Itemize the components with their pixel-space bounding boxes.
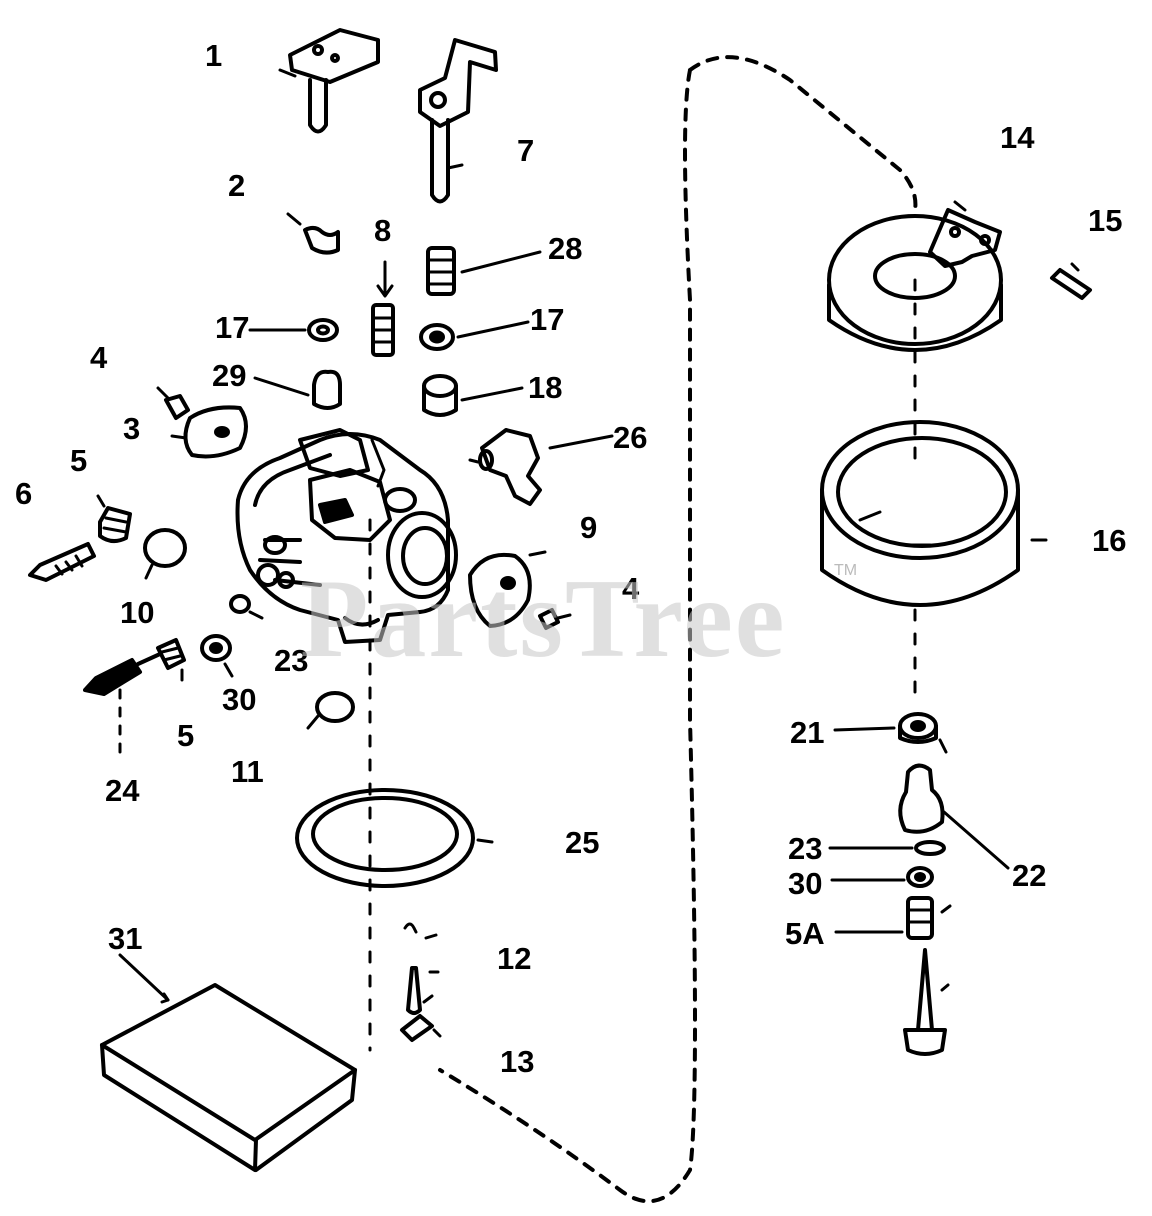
part-10-gasket: [145, 530, 185, 578]
callout-17-right: 17: [530, 302, 565, 337]
part-6-screw: [30, 544, 94, 580]
callout-5-top: 5: [70, 443, 88, 478]
trademark-mark: TM: [834, 562, 858, 579]
callout-31: 31: [108, 921, 143, 956]
part-7-choke-shaft: [420, 40, 496, 202]
callout-23-left: 23: [274, 643, 309, 678]
callout-28: 28: [548, 231, 583, 266]
part-4-screw-top: [158, 388, 188, 418]
assembly-dashed-outline: [440, 57, 915, 1201]
part-30-washer-left: [202, 636, 232, 676]
partstree-watermark: PartsTree: [300, 557, 787, 681]
part-23-oring-right: [830, 842, 944, 854]
callout-8: 8: [374, 213, 392, 248]
callout-16: 16: [1092, 523, 1127, 558]
part-21-nut: [835, 714, 946, 752]
part-8-needle: [373, 262, 393, 355]
callout-30-left: 30: [222, 682, 257, 717]
part-28-spring: [428, 248, 540, 294]
callout-24: 24: [105, 773, 140, 808]
callout-5-bottom: 5: [177, 718, 195, 753]
callout-15: 15: [1088, 203, 1123, 238]
part-4-screw-right: [540, 610, 570, 628]
callout-25: 25: [565, 825, 600, 860]
callout-23-right: 23: [788, 831, 823, 866]
callout-7: 7: [517, 133, 535, 168]
callout-29: 29: [212, 358, 247, 393]
part-24-mixture-screw: [85, 640, 184, 694]
part-26-fuel-elbow: [470, 430, 612, 504]
part-12-needle-small: [405, 924, 438, 1013]
callout-10: 10: [120, 595, 155, 630]
part-14-cover: [829, 202, 1001, 350]
callout-13: 13: [500, 1044, 535, 1079]
callout-9: 9: [580, 510, 598, 545]
part-22-bowl: [900, 765, 1008, 868]
part-30-washer-right: [832, 868, 932, 886]
callout-4-top: 4: [90, 340, 108, 375]
part-16-filter: [822, 422, 1046, 605]
callout-18: 18: [528, 370, 563, 405]
callout-12: 12: [497, 941, 532, 976]
part-13-small: [402, 996, 440, 1040]
part-18-bushing: [424, 376, 522, 415]
part-3-throttle-plate: [172, 407, 246, 456]
part-29-seat: [255, 372, 340, 408]
part-5a-spring: [836, 898, 950, 938]
part-15-pin: [1052, 264, 1090, 298]
callout-3: 3: [123, 411, 141, 446]
part-5-spring-top: [98, 496, 130, 541]
part-17-washer-right: [421, 322, 528, 349]
callout-1: 1: [205, 38, 223, 73]
part-23-oring-left: [231, 596, 262, 618]
part-25-bowl-gasket: [297, 790, 492, 886]
callout-22: 22: [1012, 858, 1047, 893]
callout-26: 26: [613, 420, 648, 455]
part-31-foam-block: [102, 955, 355, 1170]
callout-4-right: 4: [622, 571, 640, 606]
carburetor-body: [238, 430, 457, 642]
callout-21: 21: [790, 715, 825, 750]
part-2-spring: [288, 214, 338, 253]
callout-11: 11: [231, 754, 264, 789]
part-1-throttle-shaft: [280, 30, 378, 132]
bowl-screw: [905, 950, 948, 1054]
center-axis-dashed: [370, 280, 915, 1050]
part-9-choke-plate: [470, 552, 545, 626]
part-11-gasket: [308, 693, 353, 728]
callout-2: 2: [228, 168, 246, 203]
callout-14: 14: [1000, 120, 1035, 155]
callout-17-left: 17: [215, 310, 250, 345]
callout-6: 6: [15, 476, 33, 511]
part-17-washer-left: [250, 320, 337, 340]
callout-30-right: 30: [788, 866, 823, 901]
callout-5a: 5A: [785, 916, 825, 951]
